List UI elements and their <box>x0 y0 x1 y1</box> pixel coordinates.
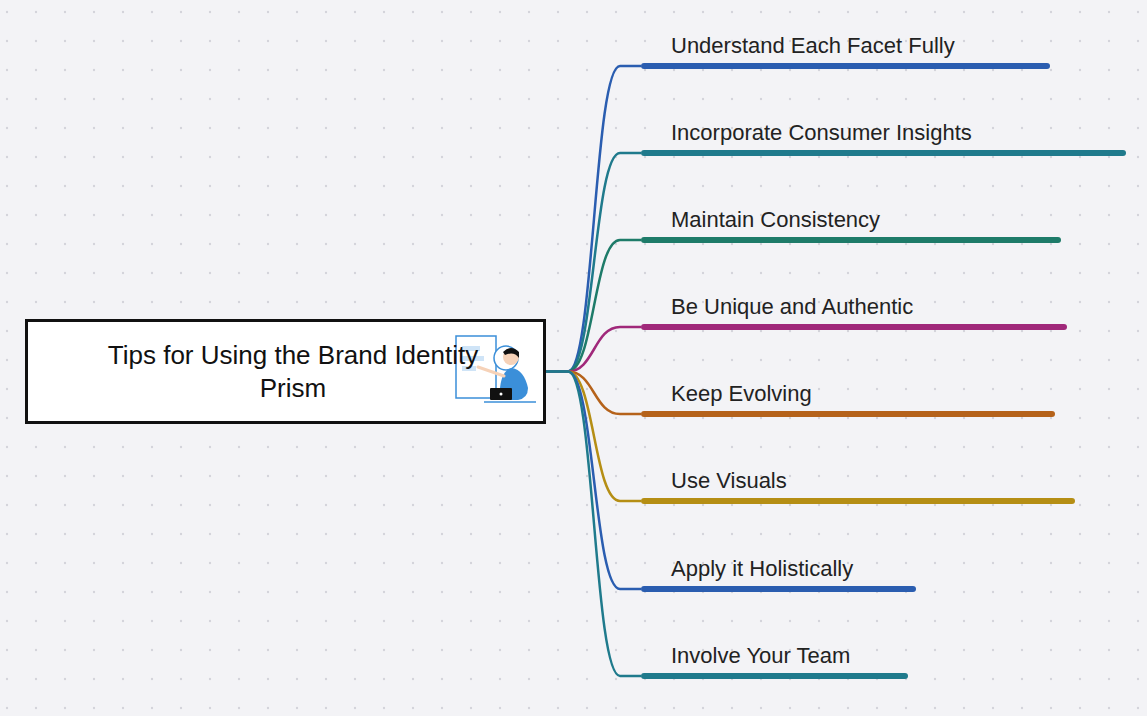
branch-topic: Use Visuals <box>641 468 1075 504</box>
branch-label: Incorporate Consumer Insights <box>641 120 1126 146</box>
branch-label: Be Unique and Authentic <box>641 294 1067 320</box>
branch-connector <box>546 372 641 590</box>
branch-topic: Be Unique and Authentic <box>641 294 1067 330</box>
branch-underline <box>641 673 908 679</box>
branch-underline <box>641 498 1075 504</box>
branch-label: Understand Each Facet Fully <box>641 33 1050 59</box>
branch-label: Keep Evolving <box>641 381 1055 407</box>
branch-underline <box>641 411 1055 417</box>
branch-topic: Apply it Holistically <box>641 556 916 592</box>
branch-label: Maintain Consistency <box>641 207 1061 233</box>
branch-underline <box>641 324 1067 330</box>
branch-label: Apply it Holistically <box>641 556 916 582</box>
branch-underline <box>641 150 1126 156</box>
branch-topic: Maintain Consistency <box>641 207 1061 243</box>
branch-connector <box>546 66 641 372</box>
root-fill <box>25 319 546 424</box>
branch-connector <box>546 372 641 415</box>
branch-connector <box>546 372 641 677</box>
branch-connector <box>546 327 641 372</box>
branch-topic: Understand Each Facet Fully <box>641 33 1050 69</box>
branch-connector <box>546 240 641 372</box>
branch-label: Use Visuals <box>641 468 1075 494</box>
branch-underline <box>641 586 916 592</box>
branch-label: Involve Your Team <box>641 643 908 669</box>
central-title: Tips for Using the Brand Identity Prism <box>98 339 488 405</box>
branch-topic: Keep Evolving <box>641 381 1055 417</box>
branch-underline <box>641 237 1061 243</box>
branch-connector <box>546 153 641 372</box>
branch-underline <box>641 63 1050 69</box>
central-topic: Tips for Using the Brand Identity Prism <box>25 319 546 424</box>
branch-topic: Incorporate Consumer Insights <box>641 120 1126 156</box>
branch-topic: Involve Your Team <box>641 643 908 679</box>
